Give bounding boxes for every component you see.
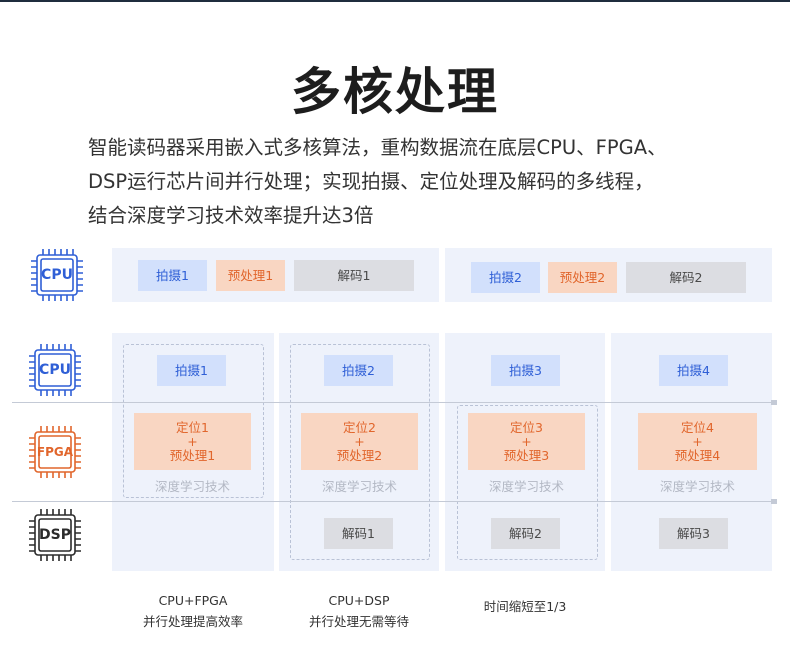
description: 智能读码器采用嵌入式多核算法，重构数据流在底层CPU、FPGA、 DSP运行芯片… [88,131,748,233]
parallel-locate-preprocess-3: 定位3 + 预处理3 [468,413,585,470]
sequential-capture-1: 拍摄1 [138,260,207,291]
parallel-decode-1: 解码1 [324,518,393,549]
caption-subtitle: 并行处理提高效率 [142,614,243,629]
pipeline-frame-3 [457,405,598,560]
description-line-2: DSP运行芯片间并行处理；实现拍摄、定位处理及解码的多线程， [88,170,654,193]
parallel-capture-2: 拍摄2 [324,355,393,386]
plus-sign: + [354,433,365,449]
description-line-1: 智能读码器采用嵌入式多核算法，重构数据流在底层CPU、FPGA、 [88,136,667,159]
sequential-capture-2: 拍摄2 [471,262,540,293]
processor-chip-icon-cpu: CPU [28,343,82,397]
caption-title: 时间缩短至1/3 [483,599,567,614]
parallel-locate-preprocess-4: 定位4 + 预处理4 [638,413,757,470]
caption-time: 时间缩短至1/3 [445,596,605,617]
parallel-locate-preprocess-2: 定位2 + 预处理2 [301,413,418,470]
caption-cpu-dsp: CPU+DSP 并行处理无需等待 [279,590,439,632]
locate-label: 定位4 [681,419,714,435]
parallel-capture-1: 拍摄1 [157,355,226,386]
chip-label: FPGA [36,445,74,459]
deep-learning-label-4: 深度学习技术 [659,479,735,494]
parallel-capture-3: 拍摄3 [491,355,560,386]
deep-learning-label-1: 深度学习技术 [154,479,230,494]
sequential-preprocess-1: 预处理1 [216,260,285,291]
chip-outline-icon [29,509,81,561]
parallel-decode-2: 解码2 [491,518,560,549]
plus-sign: + [692,433,703,449]
page-title: 多核处理 [291,63,499,121]
chip-label: CPU [41,267,73,283]
chip-outline-icon [31,249,83,301]
preprocess-label: 预处理3 [503,447,550,463]
chip-outline-icon [29,426,81,478]
sequential-decode-1: 解码1 [294,260,414,291]
preprocess-label: 预处理4 [674,447,721,463]
deep-learning-label-3: 深度学习技术 [488,479,564,494]
pipeline-frame-2 [290,344,430,560]
sequential-preprocess-2: 预处理2 [548,262,617,293]
parallel-decode-3: 解码3 [659,518,728,549]
pipeline-frame-1 [123,344,264,498]
parallel-capture-4: 拍摄4 [659,355,728,386]
row-separator-1 [12,400,777,405]
caption-subtitle: 并行处理无需等待 [308,614,409,629]
chip-label: CPU [39,362,71,378]
preprocess-label: 预处理1 [169,447,216,463]
plus-sign: + [521,433,532,449]
locate-label: 定位1 [176,419,209,435]
chip-outline-icon [29,344,81,396]
plus-sign: + [187,433,198,449]
parallel-locate-preprocess-1: 定位1 + 预处理1 [134,413,251,470]
locate-label: 定位3 [510,419,543,435]
caption-cpu-fpga: CPU+FPGA 并行处理提高效率 [112,590,274,632]
processor-chip-icon-dsp: DSP [28,508,82,562]
caption-title: CPU+FPGA [158,593,228,608]
description-line-3: 结合深度学习技术效率提升达3倍 [88,204,374,227]
caption-title: CPU+DSP [328,593,390,608]
row-separator-2 [12,499,777,504]
deep-learning-label-2: 深度学习技术 [321,479,397,494]
chip-label: DSP [39,527,71,543]
locate-label: 定位2 [343,419,376,435]
processor-chip-icon-fpga: FPGA [28,425,82,479]
processor-chip-icon-cpu-top: CPU [30,248,84,302]
preprocess-label: 预处理2 [336,447,383,463]
top-divider [0,0,790,2]
sequential-decode-2: 解码2 [626,262,746,293]
